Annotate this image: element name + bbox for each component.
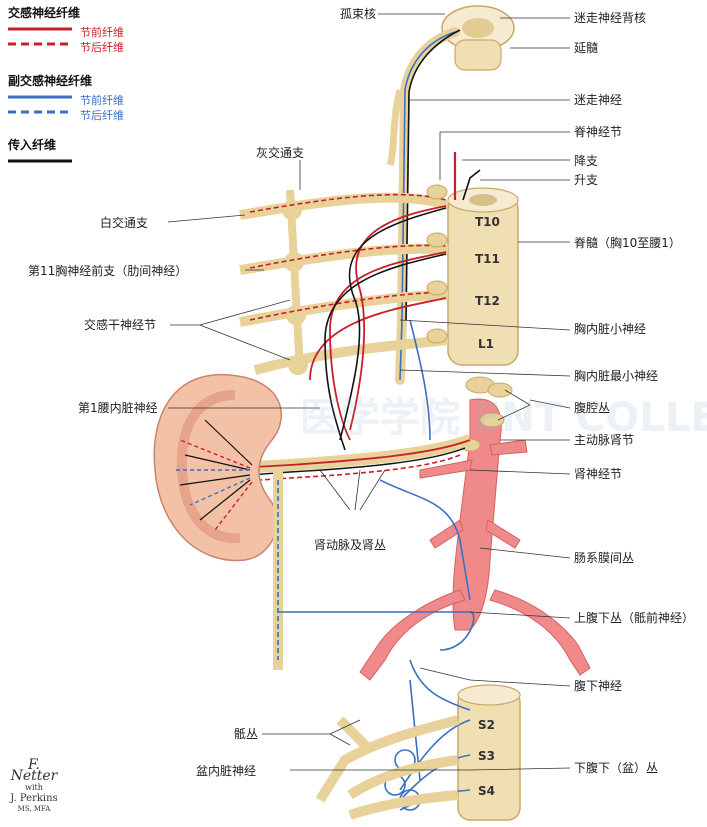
legend-parasympathetic-pre: 节前纤维 <box>80 94 124 107</box>
medulla-section <box>441 5 515 71</box>
label-hypogastric-nerve: 腹下神经 <box>574 679 623 693</box>
artist-signature: F. Netter with J. Perkins MS, MFA <box>4 757 64 815</box>
spinal-ganglia <box>426 152 481 344</box>
label-ascending-branch: 升支 <box>574 173 599 187</box>
label-white-ramus: 白交通支 <box>100 216 149 230</box>
signature-with: with <box>25 783 43 792</box>
label-celiac-plexus: 腹腔丛 <box>574 401 611 415</box>
label-sympathetic-ganglia: 交感干神经节 <box>84 318 157 332</box>
segment-s4: S4 <box>478 784 495 798</box>
segment-l1: L1 <box>478 337 494 351</box>
legend-parasympathetic-post: 节后纤维 <box>80 109 124 122</box>
legend-parasympathetic-title: 副交感神经纤维 <box>8 74 93 88</box>
label-pelvic-splanchnic: 盆内脏神经 <box>196 764 257 778</box>
legend-sympathetic-lines <box>8 27 72 46</box>
sympathetic-chain <box>239 189 450 451</box>
label-l1-splanchnic: 第1腰内脏神经 <box>78 401 158 415</box>
label-spinal-cord: 脊髓（胸10至腰1） <box>574 236 681 250</box>
label-spinal-ganglion: 脊神经节 <box>574 125 623 139</box>
segment-t12: T12 <box>475 294 500 308</box>
label-t11-anterior: 第11胸神经前支（肋间神经） <box>28 264 188 278</box>
label-renal-ganglion: 肾神经节 <box>574 467 623 481</box>
legend-sympathetic-post: 节后纤维 <box>80 41 124 54</box>
legend-afferent-title: 传入纤维 <box>8 138 57 152</box>
signature-name: F. Netter <box>10 757 58 784</box>
label-sacral-plexus: 骶丛 <box>234 727 259 741</box>
legend-sympathetic-pre: 节前纤维 <box>80 26 124 39</box>
label-descending-branch: 降支 <box>574 154 599 168</box>
legend-afferent-line <box>8 159 72 163</box>
sacral-plexus <box>315 715 460 820</box>
signature-degree: MS, MFA <box>17 805 51 813</box>
label-solitary-nucleus: 孤束核 <box>340 7 377 21</box>
signature-coauthor: J. Perkins <box>10 793 58 804</box>
label-inferior-hypogastric: 下腹下（盆）丛 <box>574 761 659 775</box>
segment-t10: T10 <box>475 215 500 229</box>
label-vagal-dorsal-nucleus: 迷走神经背核 <box>574 11 647 25</box>
segment-t11: T11 <box>475 252 500 266</box>
parasympathetic-paths <box>278 319 475 811</box>
label-least-splanchnic: 胸内脏最小神经 <box>574 369 659 383</box>
spinal-cord-block <box>447 187 519 366</box>
label-aorticorenal-ganglion: 主动脉肾节 <box>574 433 635 447</box>
segment-s2: S2 <box>478 718 495 732</box>
watermark: 医学学院 ENT COLLEGE <box>300 395 707 441</box>
label-vagus-nerve: 迷走神经 <box>574 93 623 107</box>
label-renal-plexus: 肾动脉及肾丛 <box>314 538 387 552</box>
label-medulla: 延髓 <box>574 41 599 55</box>
label-intermesenteric-plexus: 肠系膜间丛 <box>574 551 635 565</box>
label-gray-ramus: 灰交通支 <box>256 146 305 160</box>
kidney <box>153 374 283 562</box>
segment-s3: S3 <box>478 749 495 763</box>
label-superior-hypogastric: 上腹下丛（骶前神经） <box>574 611 695 625</box>
legend-sympathetic-title: 交感神经纤维 <box>8 6 81 20</box>
legend-parasympathetic-lines <box>8 95 72 114</box>
label-lesser-splanchnic: 胸内脏小神经 <box>574 322 647 336</box>
leader-lines <box>167 13 571 771</box>
sacral-cord-block <box>457 684 521 821</box>
